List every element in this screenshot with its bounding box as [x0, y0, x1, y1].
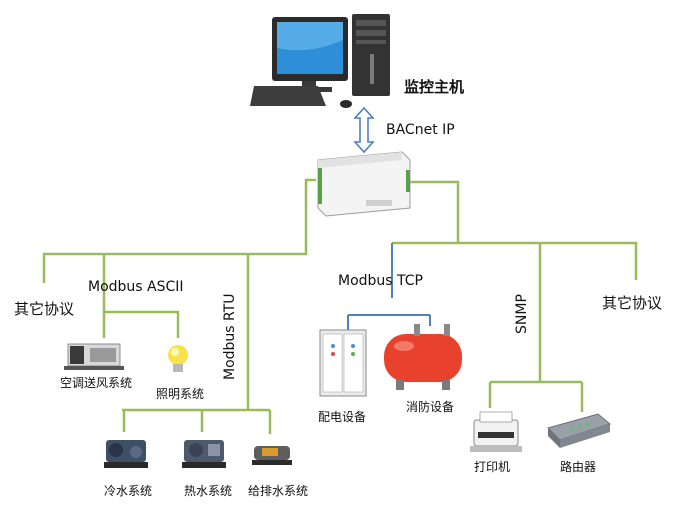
hot-water-system-label: 热水系统 — [184, 484, 233, 498]
tcp-lines — [347, 243, 431, 330]
router-label: 路由器 — [560, 460, 597, 474]
water-supply-drainage-label: 给排水系统 — [248, 484, 309, 498]
router-icon — [547, 413, 612, 448]
fire-equipment-label: 消防设备 — [406, 400, 455, 414]
right-other-protocol-label: 其它协议 — [602, 294, 663, 312]
monitor-computer-icon — [250, 14, 390, 108]
lightbulb-icon — [168, 345, 188, 372]
uplink-protocol-label: BACnet IP — [386, 122, 455, 138]
link-ascii-bus — [102, 290, 180, 338]
hot-water-unit-icon — [182, 440, 226, 468]
lighting-system-label: 照明系统 — [156, 387, 205, 401]
link-gateway-left-trunk — [42, 178, 316, 283]
link-right-bus — [392, 241, 638, 280]
link-gateway-right-trunk — [410, 180, 460, 243]
modbus-tcp-label: Modbus TCP — [338, 273, 423, 289]
host-label: 监控主机 — [404, 78, 465, 96]
fire-equipment-tank-icon — [384, 324, 462, 390]
cold-water-system-label: 冷水系统 — [104, 484, 153, 498]
cold-water-chiller-icon — [104, 440, 148, 468]
connection-lines — [42, 178, 638, 434]
protocol-gateway-icon — [317, 151, 411, 217]
left-other-protocol-label: 其它协议 — [14, 300, 75, 318]
modbus-ascii-label: Modbus ASCII — [88, 279, 184, 295]
snmp-label: SNMP — [514, 294, 530, 334]
water-pump-icon — [252, 446, 292, 465]
printer-label: 打印机 — [474, 460, 511, 474]
aircon-system-label: 空调送风系统 — [60, 376, 133, 390]
power-distribution-label: 配电设备 — [318, 410, 367, 424]
air-conditioning-unit-icon — [64, 343, 124, 370]
bacnet-double-arrow — [353, 106, 375, 154]
printer-icon — [470, 411, 522, 452]
modbus-rtu-label: Modbus RTU — [222, 293, 238, 380]
power-distribution-cabinet-icon — [319, 329, 367, 397]
